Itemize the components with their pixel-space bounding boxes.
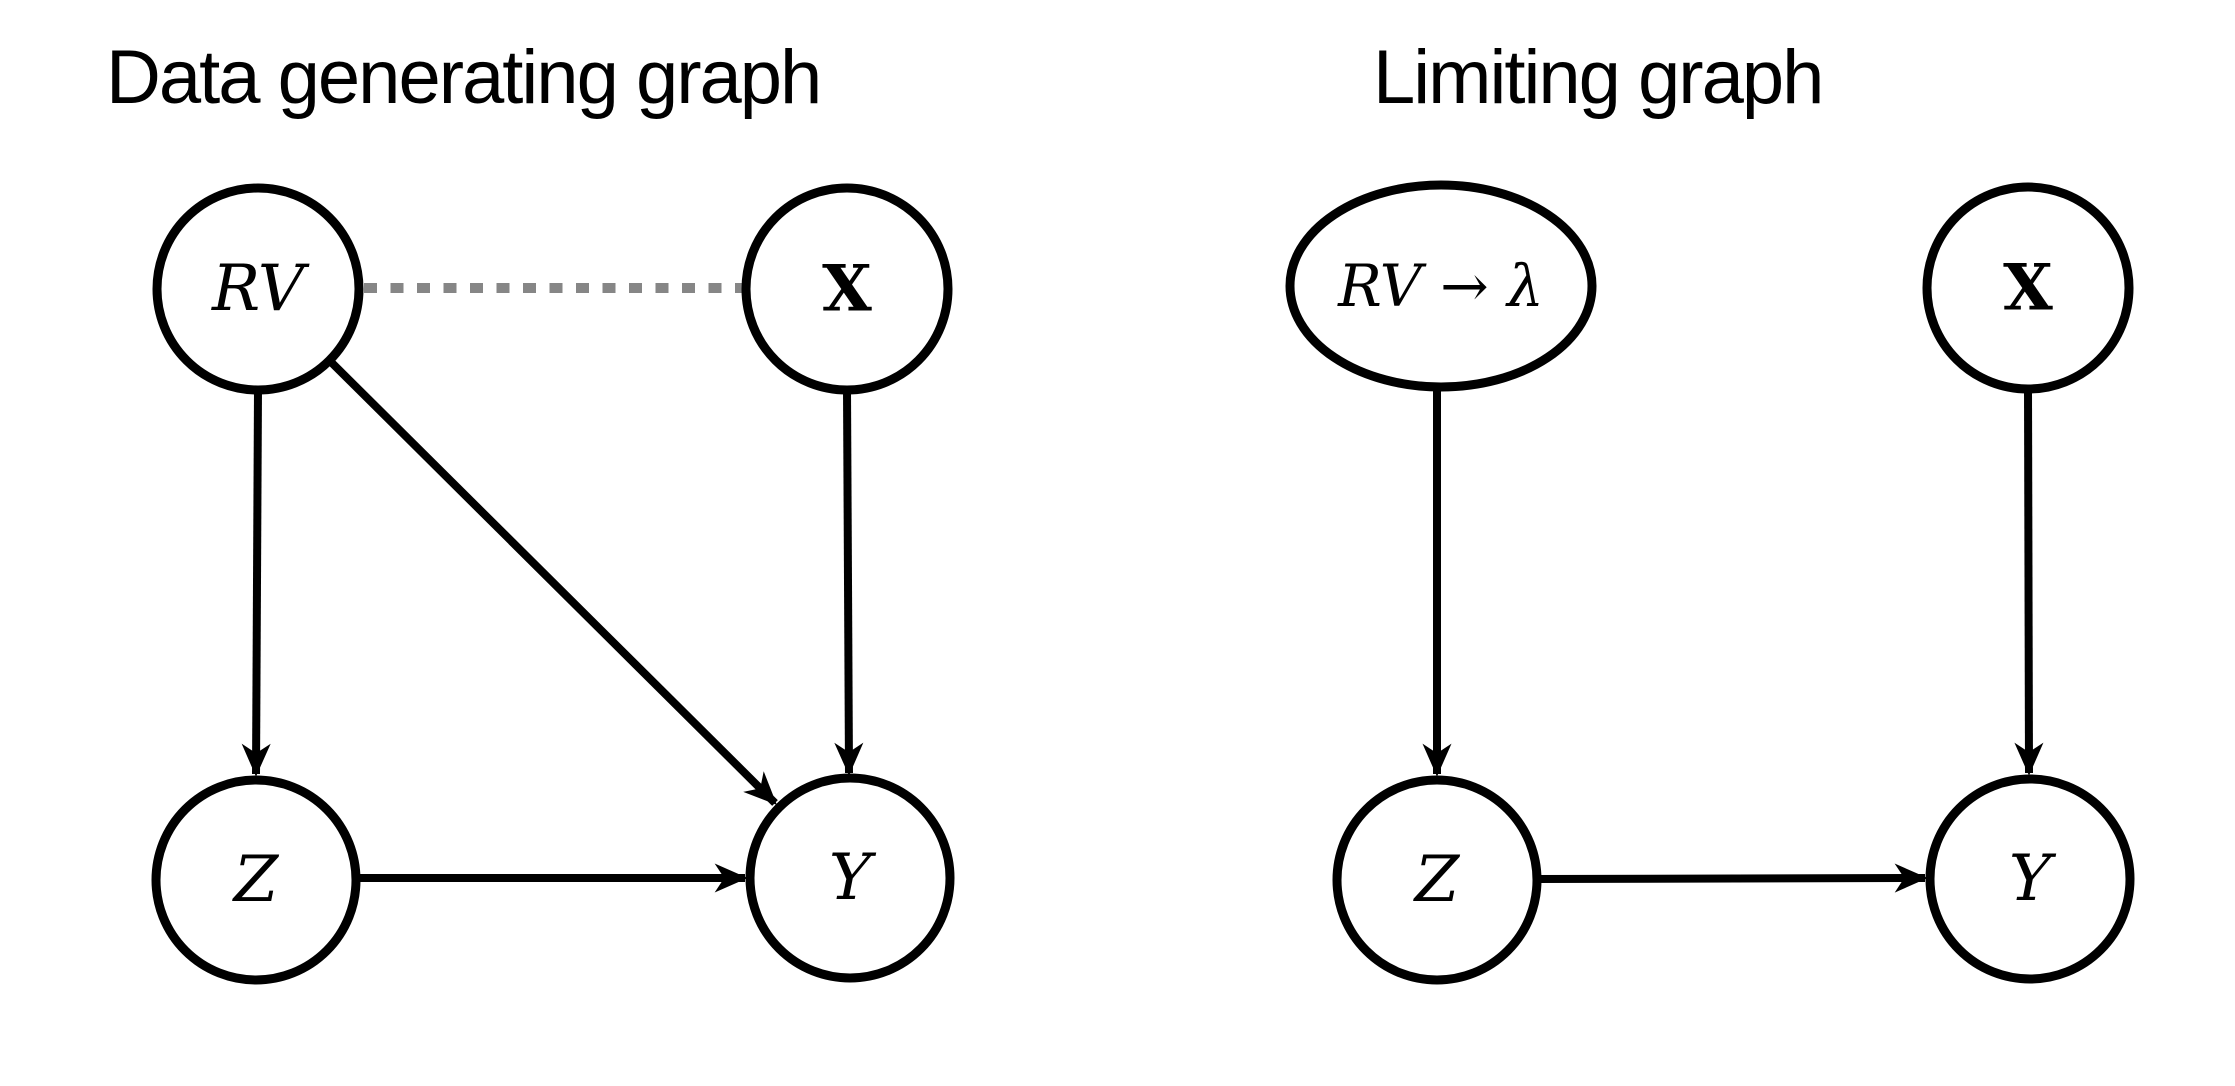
node-label-Z: Z <box>232 843 280 917</box>
node-label-X: X <box>822 252 872 327</box>
node-label-Y: Y <box>829 841 877 915</box>
edge-RV-Y-arrow <box>327 358 778 806</box>
node-label-X: X <box>2003 251 2053 326</box>
node-label-Z: Z <box>1413 843 1461 917</box>
node-X <box>1922 182 2134 394</box>
right-panel-title: Limiting graph <box>1373 35 1824 120</box>
panel-limiting: RV → λ X Z Y <box>1285 180 2135 985</box>
node-RV <box>152 183 364 395</box>
node-RV-to-lambda <box>1285 180 1597 392</box>
panel-data-generating: RV X Z Y <box>151 183 955 985</box>
edge-X-Y-arrow <box>2014 389 2044 776</box>
node-label-RV: RV <box>211 252 310 326</box>
node-label-RV-to-lambda: RV → λ <box>1337 252 1544 320</box>
left-panel-title: Data generating graph <box>106 35 822 120</box>
node-Y <box>1925 774 2135 984</box>
edge-X-Y-arrow <box>834 389 864 776</box>
node-Z <box>151 775 361 985</box>
node-label-Y: Y <box>2009 842 2057 916</box>
node-X <box>741 183 953 395</box>
edge-Z-Y-arrow <box>1536 863 1928 893</box>
node-Y <box>745 773 955 983</box>
edge-RV-Z-arrow <box>241 389 271 777</box>
graph-panels: RV X Z Y RV → λ X Z Y <box>151 180 2135 985</box>
node-Z <box>1332 775 1542 985</box>
